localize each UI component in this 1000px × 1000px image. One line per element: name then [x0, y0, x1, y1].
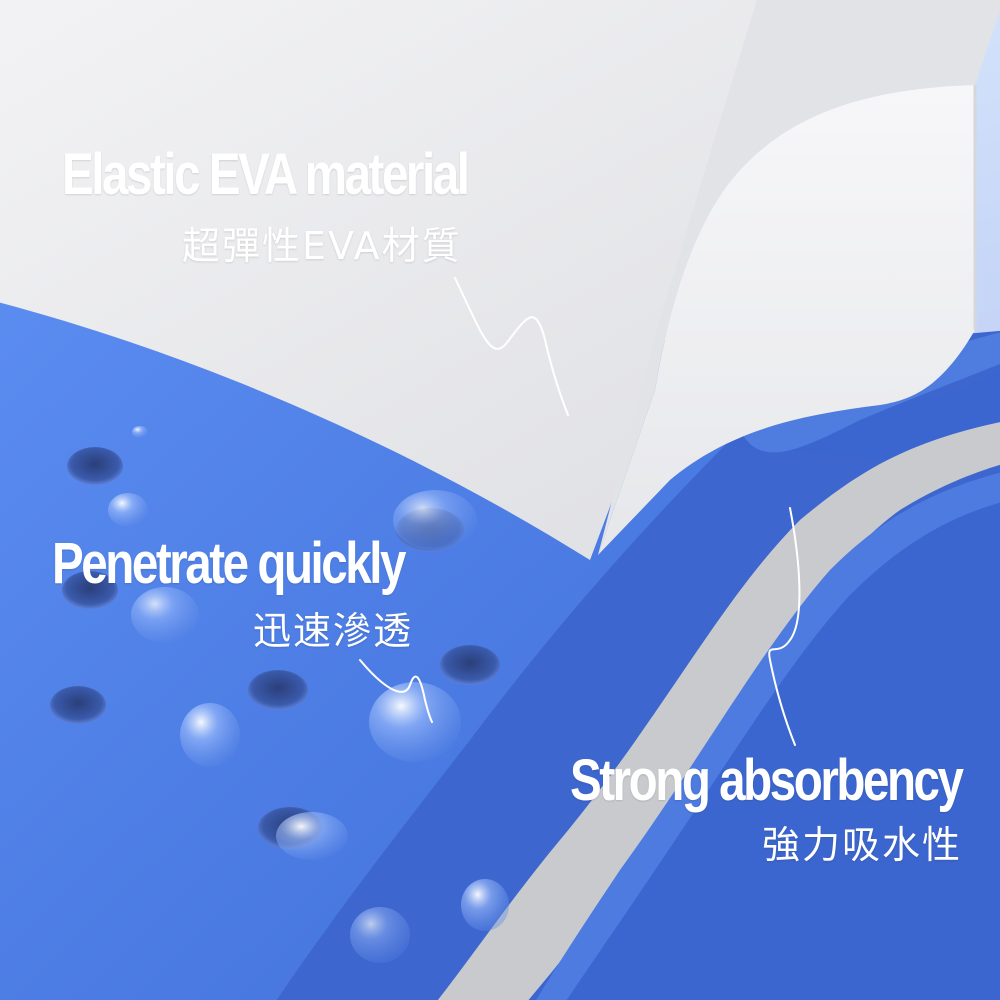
callout-penetrate: Penetrate quickly: [52, 535, 481, 593]
eva-title-en: Elastic EVA material: [62, 142, 470, 207]
drain-hole-icon: [62, 571, 118, 609]
water-droplet-icon: [108, 493, 148, 527]
drain-hole-icon: [248, 670, 308, 710]
eva-title-zh: 超彈性EVA材質: [182, 224, 462, 268]
mat-core-gray: [437, 422, 1000, 1000]
water-droplet-icon: [180, 703, 240, 767]
water-droplets: [108, 426, 509, 963]
leader-line-penetrate: [359, 659, 433, 723]
penetrate-title-zh: 迅速滲透: [253, 609, 414, 653]
foam-block-icon: [0, 0, 1000, 560]
water-droplet-icon: [276, 812, 348, 860]
absorb-title-en: Strong absorbency: [570, 748, 964, 813]
water-droplet-icon: [461, 879, 509, 931]
penetrate-title-en: Penetrate quickly: [52, 531, 406, 596]
absorb-title-zh: 強力吸水性: [761, 823, 962, 867]
leader-lines: [359, 277, 801, 746]
water-droplet-icon: [393, 490, 477, 550]
mat-edge-stripe: [536, 472, 1000, 1000]
mat-edge-blue: [0, 330, 1000, 1000]
drain-hole-icon: [440, 645, 500, 685]
water-droplet-icon: [350, 907, 410, 963]
water-droplet-icon: [131, 587, 199, 643]
water-droplet-icon: [369, 682, 461, 762]
drain-hole-icon: [50, 686, 106, 724]
callout-eva: Elastic EVA material: [62, 146, 556, 204]
leader-line-absorb: [768, 507, 801, 746]
drain-hole-icon: [67, 447, 123, 485]
leader-line-eva: [454, 277, 569, 416]
callout-absorb: Strong absorbency: [484, 748, 964, 813]
water-droplet-icon: [132, 426, 148, 438]
